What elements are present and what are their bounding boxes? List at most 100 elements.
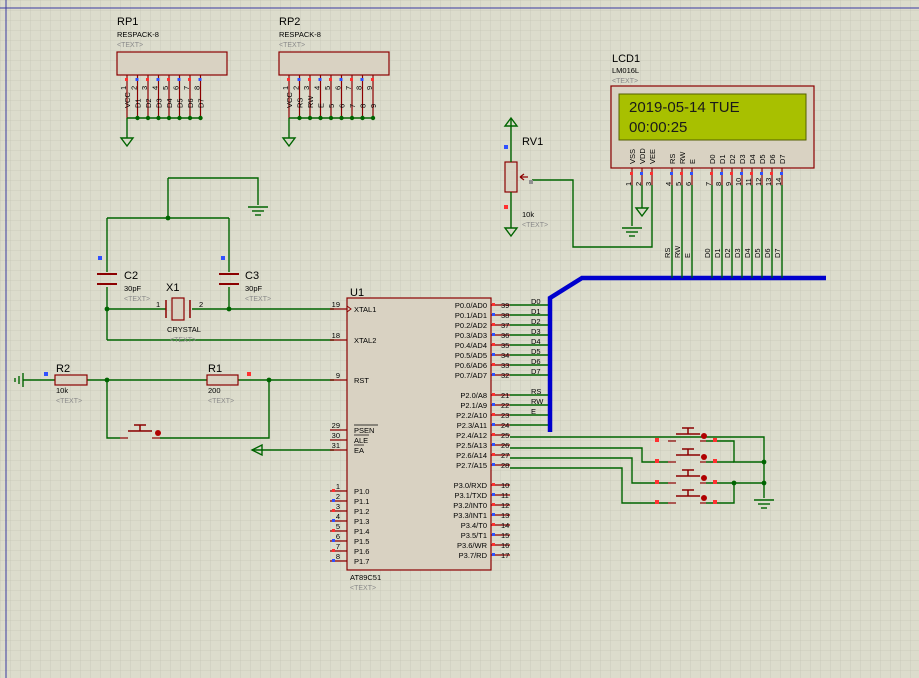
rp2-pin-number: 5 [323,86,332,90]
key-pushbutton[interactable] [655,448,717,463]
c2-capacitor[interactable]: C2 30pF <TEXT> [97,256,150,303]
rp2-text: <TEXT> [279,42,305,49]
u1-pin-number: 7 [336,542,340,551]
u1-pin-label: ALE [354,436,368,445]
lcd-pin-number: 4 [664,182,673,186]
c3-ref: C3 [245,270,259,282]
lcd-bus-label: D3 [733,248,742,258]
lcd-pin-label: D3 [738,154,747,164]
u1-pin-number: 28 [501,461,509,470]
lcd-pin-number: 5 [674,182,683,186]
u1-pin-number: 15 [501,531,509,540]
u1-pin-label: P1.1 [354,497,369,506]
u1-net-label: D7 [531,367,541,376]
lcd-pin-label: RW [678,151,687,164]
rp2-pin-number: 1 [281,86,290,90]
lcd-bus-label: RS [663,248,672,258]
key-pushbutton[interactable] [655,469,717,484]
r1-resistor[interactable]: R1 200 <TEXT> [206,363,251,405]
rp2-respack[interactable]: RP2 RESPACK-8 <TEXT> VCC1RS2RW3E45566778… [278,16,390,148]
r2-resistor[interactable]: R2 10k <TEXT> [44,363,88,405]
lcd-pin-number: 10 [734,178,743,186]
u1-pin-label: P0.0/AD0 [455,301,487,310]
rp1-respack[interactable]: RP1 RESPACK-8 <TEXT> VCC1D12D23D34D45D56… [116,16,228,148]
u1-pin-label: P0.7/AD7 [455,371,487,380]
u1-pin-label: P0.6/AD6 [455,361,487,370]
u1-pin-label: P3.4/T0 [461,521,487,530]
u1-pin-label: P0.4/AD4 [455,341,487,350]
x1-crystal[interactable]: X1 1 2 CRYSTAL <TEXT> [156,282,203,344]
x1-ref: X1 [166,282,179,294]
u1-pin-label: P2.7/A15 [456,461,487,470]
u1-pin-number: 8 [336,552,340,561]
r2-ref: R2 [56,363,70,375]
u1-pin-number: 16 [501,541,509,550]
reset-pushbutton[interactable] [120,424,161,439]
lcd1-display[interactable]: LCD1 LM016L <TEXT> 2019-05-14 TUE 00:00:… [610,53,815,186]
u1-pin-label: P3.5/T1 [461,531,487,540]
lcd-bus-label: E [683,253,692,258]
lcd-pin-label: VSS [628,149,637,164]
u1-net-label: RW [531,397,544,406]
u1-pin-label: P3.0/RXD [454,481,488,490]
lcd-screen [618,93,807,141]
key-pushbutton[interactable] [655,489,717,504]
rp1-pin-label: D2 [144,98,153,108]
u1-pin-number: 23 [501,411,509,420]
u1-pin-label: P0.2/AD2 [455,321,487,330]
rp2-pin-label: 7 [348,104,357,108]
rp2-pin-label: 8 [359,104,368,108]
rp1-vcc-arrow-icon [119,137,135,148]
lcd-pin-label: D2 [728,154,737,164]
lcd-pin-number: 11 [744,178,753,186]
r2-text: <TEXT> [56,398,82,405]
rp2-vcc-arrow-icon [281,137,297,148]
u1-net-label: D4 [531,337,541,346]
u1-value: AT89C51 [350,573,381,582]
ea-vcc-arrow-icon [250,443,263,457]
c3-capacitor[interactable]: C3 30pF <TEXT> [219,256,271,303]
lcd-pin-number: 9 [724,182,733,186]
lcd-pin-number: 13 [764,178,773,186]
oscillator-network [104,177,334,341]
u1-pin-label: P3.2/INT0 [453,501,487,510]
lcd-bus-label: D7 [773,248,782,258]
u1-pin-number: 17 [501,551,509,560]
lcd-pin-label: D4 [748,154,757,164]
c2-value: 30pF [124,284,142,293]
rp2-pin-number: 3 [302,86,311,90]
rp1-pin-label: D3 [155,98,164,108]
lcd-line2: 00:00:25 [629,119,687,136]
rv1-value: 10k [522,210,534,219]
u1-pin-number: 14 [501,521,509,530]
rp2-pin-number: 6 [334,86,343,90]
rp1-pin-label: D4 [165,98,174,108]
u1-net-label: D1 [531,307,541,316]
lcd-pin-number: 8 [714,182,723,186]
lcd-pin-number: 7 [704,182,713,186]
u1-microcontroller[interactable]: U1 19XTAL118XTAL29RST29PSEN30ALE31EA1P1.… [330,287,510,592]
u1-net-label: D6 [531,357,541,366]
u1-pin-label: P2.3/A11 [457,421,487,430]
u1-pin-label: P2.6/A14 [456,451,487,460]
u1-pin-label: P1.3 [354,517,369,526]
lcd-pin-number: 12 [754,178,763,186]
u1-pin-number: 18 [332,331,340,340]
u1-text: <TEXT> [350,585,376,592]
lcd-bus-label: D0 [703,248,712,258]
key-pushbutton[interactable] [655,427,717,442]
u1-pin-number: 24 [501,421,509,430]
rv1-potentiometer[interactable]: RV1 10k <TEXT> [503,116,548,238]
u1-pin-number: 25 [501,431,509,440]
lcd-pin-label: D0 [708,154,717,164]
u1-pin-number: 37 [501,321,509,330]
r2-value: 10k [56,386,68,395]
r1-ref: R1 [208,363,222,375]
rp2-pin-label: 9 [369,104,378,108]
rp2-pin-number: 2 [292,86,301,90]
u1-pin-number: 26 [501,441,509,450]
rp1-pin-label: D1 [134,98,143,108]
u1-pin-label: P1.7 [354,557,369,566]
u1-pin-label: P3.7/RD [459,551,488,560]
